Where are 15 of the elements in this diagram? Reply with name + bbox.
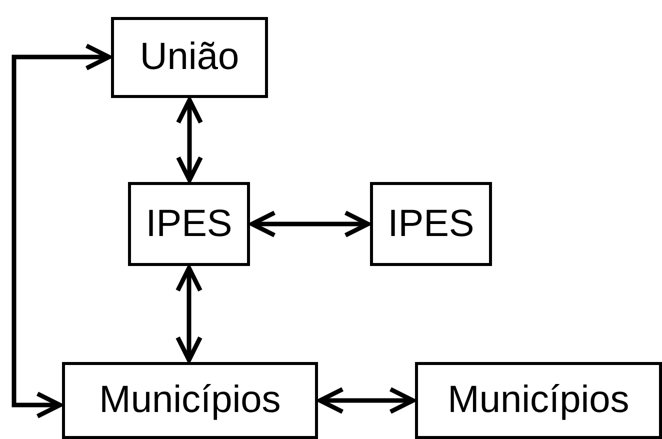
- double-arrow: [12, 44, 112, 418]
- double-arrow: [176, 266, 202, 362]
- entity-box: [62, 362, 318, 439]
- box-label: Municípios: [99, 379, 281, 422]
- entity-box: [370, 182, 492, 266]
- entity-box: [415, 362, 662, 439]
- entity-box: [111, 17, 268, 98]
- box-label: Municípios: [448, 379, 630, 422]
- box-label: IPES: [388, 202, 474, 246]
- entity-box: [128, 182, 250, 266]
- box-label: União: [140, 36, 240, 79]
- double-arrow: [250, 210, 370, 238]
- box-label: IPES: [146, 202, 232, 246]
- double-arrow: [318, 387, 416, 414]
- double-arrow: [176, 98, 203, 182]
